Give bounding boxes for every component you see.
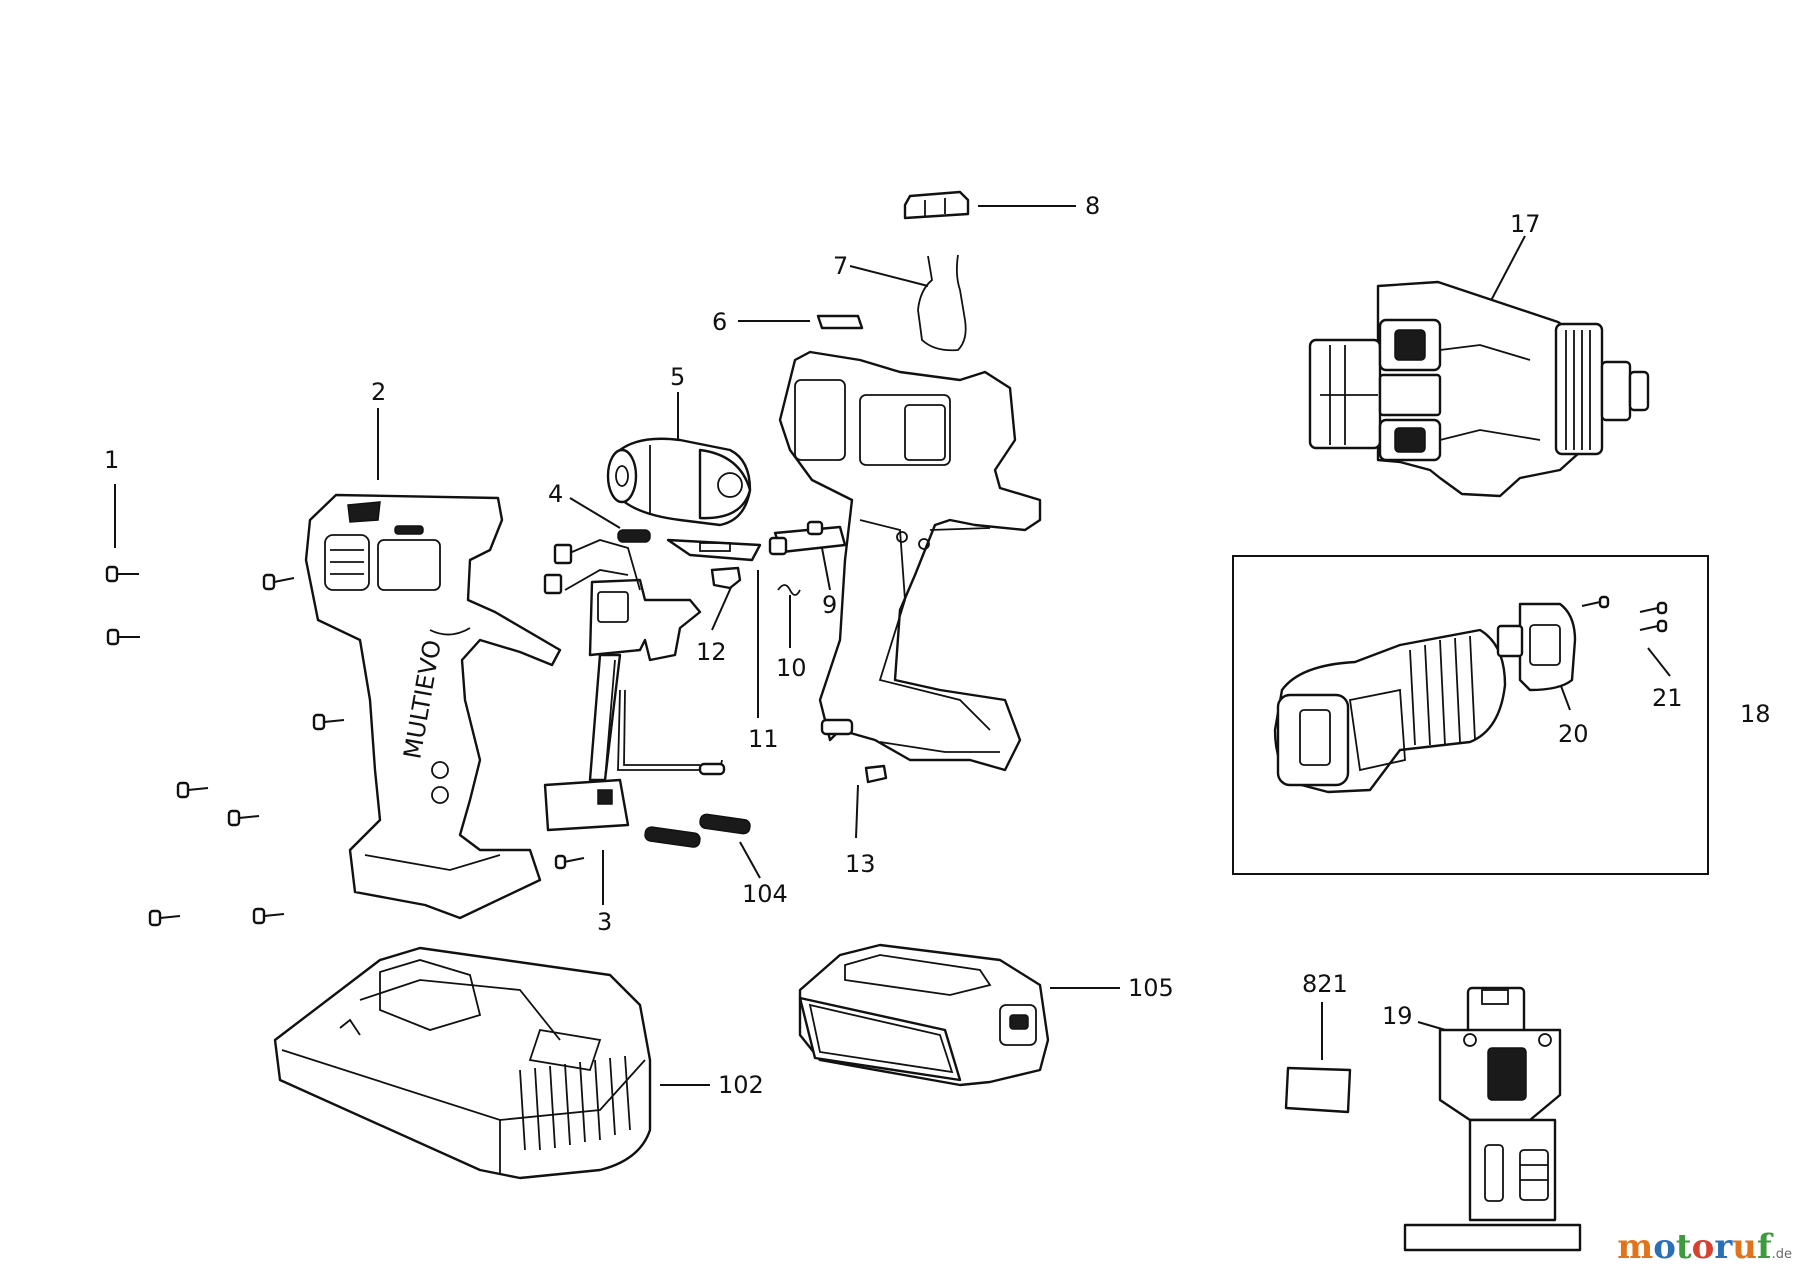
label-21: 21	[1652, 684, 1683, 712]
label-11: 11	[748, 725, 779, 753]
label-7: 7	[833, 252, 848, 280]
label-20: 20	[1558, 720, 1589, 748]
drill-head-part-17	[1308, 235, 1650, 498]
watermark-tld: .de	[1771, 1247, 1792, 1262]
label-3: 3	[597, 908, 612, 936]
label-10: 10	[776, 654, 807, 682]
label-2: 2	[371, 378, 386, 406]
label-4: 4	[548, 480, 563, 508]
label-104: 104	[742, 880, 788, 908]
motor-part-5	[606, 392, 752, 527]
wire-clip-part-7	[849, 254, 967, 352]
springs-part-104	[644, 813, 761, 879]
label-12: 12	[696, 638, 727, 666]
right-housing	[778, 350, 1042, 772]
label-8: 8	[1085, 192, 1100, 220]
router-head-part-19	[1403, 986, 1582, 1252]
clip-part-12	[710, 566, 742, 631]
spring-part-4	[569, 497, 651, 543]
label-6: 6	[712, 308, 727, 336]
lever-part-9	[768, 520, 847, 591]
label-19: 19	[1382, 1002, 1413, 1030]
screws-part-21	[1581, 595, 1671, 677]
label-9: 9	[822, 591, 837, 619]
label-part-821	[1284, 1002, 1352, 1114]
pad-part-6	[738, 314, 864, 330]
oscillating-head	[1273, 628, 1507, 794]
label-18: 18	[1740, 700, 1771, 728]
kit-frame-part-18	[1232, 555, 1709, 875]
battery-part-105	[798, 943, 1120, 1087]
watermark-brand: motoruf	[1617, 1227, 1772, 1267]
label-821: 821	[1302, 970, 1348, 998]
label-105: 105	[1128, 974, 1174, 1002]
part-labels: 1 2 3 4 5 6 7 8 9 10 11 12 13 17 18 19 2…	[104, 192, 1771, 1099]
screws-part-1	[105, 484, 585, 927]
label-1: 1	[104, 446, 119, 474]
terminal-part-13	[855, 764, 888, 839]
switch-assembly-part-3	[543, 539, 726, 905]
plate-part-11	[666, 538, 762, 718]
watermark-logo: motoruf.de	[1617, 1227, 1792, 1267]
spring-part-10	[777, 584, 801, 648]
label-5: 5	[670, 363, 685, 391]
charger-part-102	[273, 946, 710, 1180]
label-17: 17	[1510, 210, 1541, 238]
slider-part-8	[903, 190, 1076, 220]
left-housing-part-2: MULTIEVO	[304, 408, 562, 920]
label-13: 13	[845, 850, 876, 878]
cap-part-20	[1496, 602, 1577, 711]
label-102: 102	[718, 1071, 764, 1099]
